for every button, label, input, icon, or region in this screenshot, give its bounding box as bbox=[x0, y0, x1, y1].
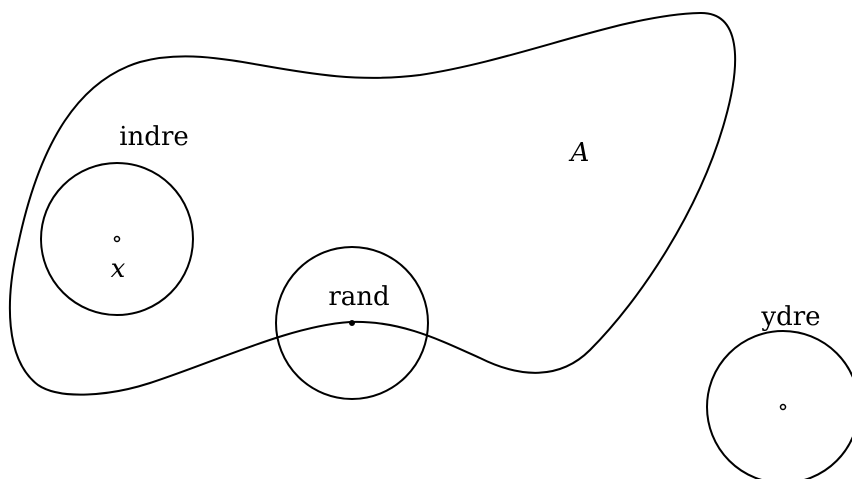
set-a-label: A bbox=[569, 138, 590, 168]
interior-point bbox=[113, 235, 121, 243]
interior-neighborhood-circle bbox=[40, 162, 194, 316]
boundary-neighborhood-circle bbox=[275, 246, 429, 400]
boundary-label: rand bbox=[328, 282, 389, 312]
exterior-label: ydre bbox=[760, 302, 820, 332]
exterior-point bbox=[779, 403, 787, 411]
set-a-boundary-curve bbox=[8, 11, 737, 396]
interior-point-label: x bbox=[111, 254, 126, 284]
boundary-point bbox=[349, 320, 355, 326]
interior-label: indre bbox=[119, 122, 189, 152]
exterior-neighborhood-circle bbox=[706, 330, 852, 479]
